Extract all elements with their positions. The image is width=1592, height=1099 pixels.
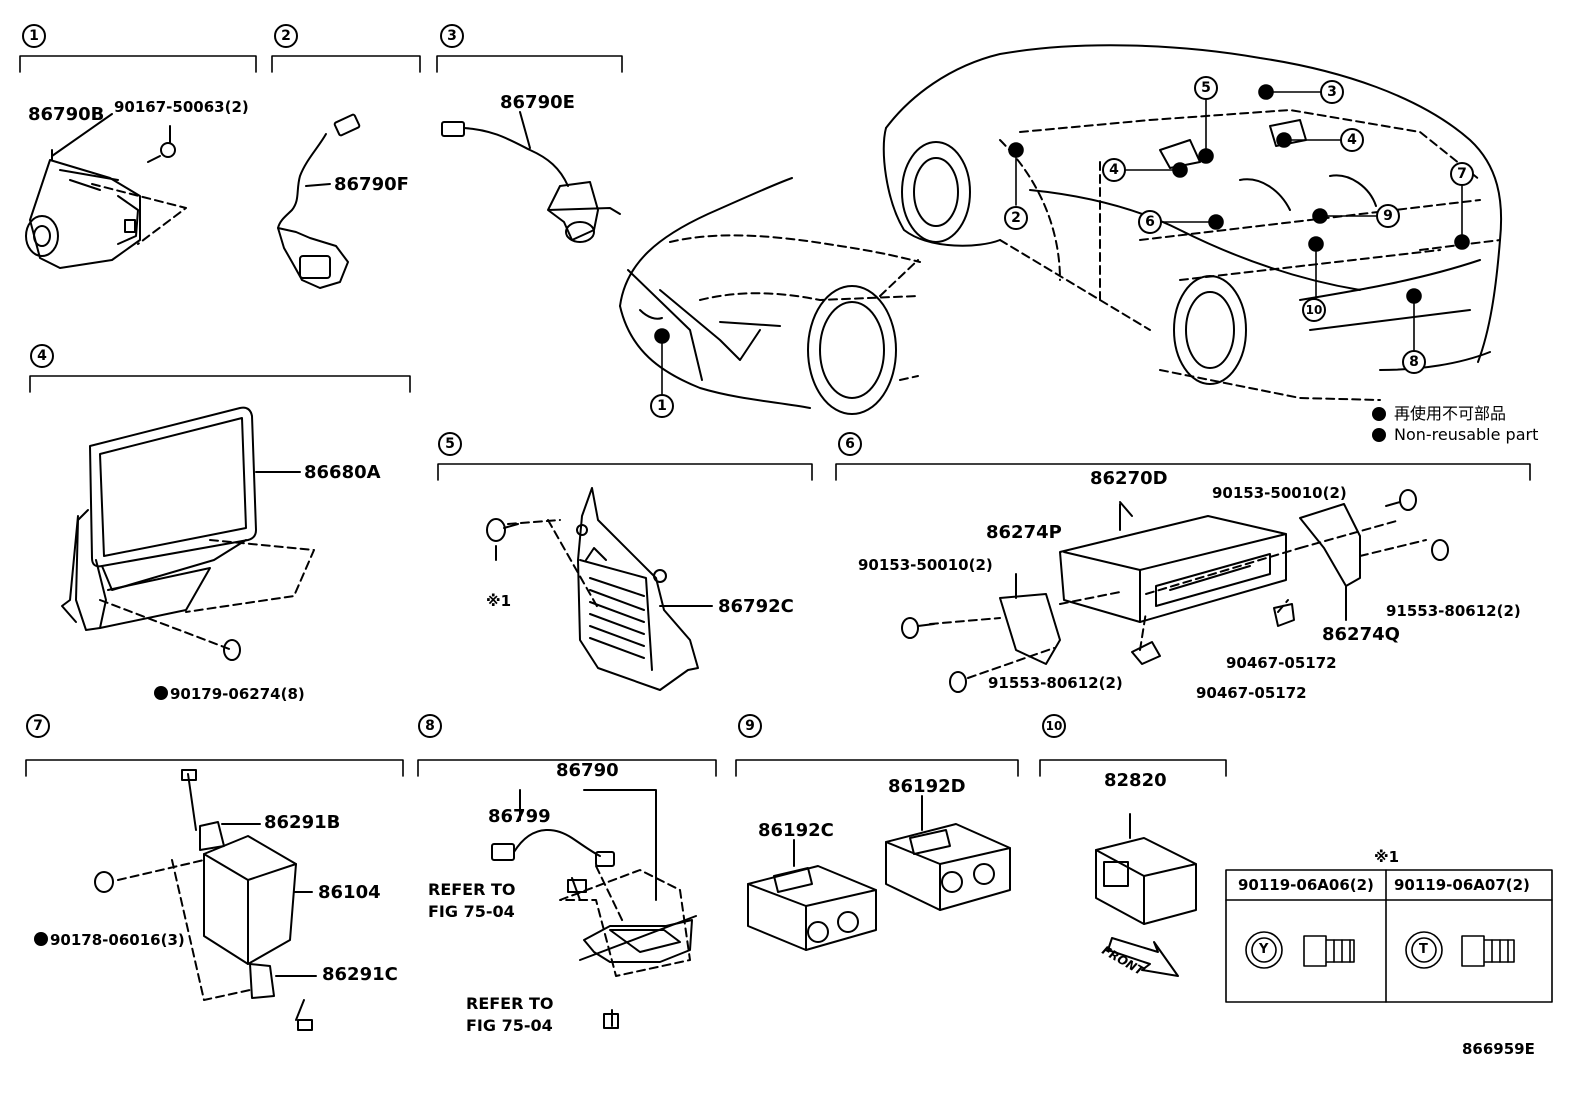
table-col-2: 90119-06A07(2) [1394, 876, 1530, 894]
label-90153-50010-b: 90153-50010(2) [858, 556, 993, 574]
legend-en: Non-reusable part [1372, 425, 1538, 444]
section-number-9: 9 [738, 714, 762, 738]
section-number-7: 7 [26, 714, 50, 738]
label-86680A: 86680A [304, 462, 381, 483]
label-86790: 86790 [556, 760, 619, 781]
monitor-86680A-drawing [61, 406, 315, 661]
label-86274Q: 86274Q [1322, 624, 1400, 645]
section-number-4: 4 [30, 344, 54, 368]
label-86270D: 86270D [1090, 468, 1168, 489]
section-number-10: 10 [1042, 714, 1066, 738]
label-90467-05172-b: 90467-05172 [1196, 684, 1307, 702]
bolt-mark-y: Y [1259, 942, 1269, 957]
table-col-1: 90119-06A06(2) [1238, 876, 1374, 894]
section-brackets [19, 55, 1531, 777]
label-86790B: 86790B [28, 104, 105, 125]
section-number-5: 5 [438, 432, 462, 456]
module-86104-drawing [94, 769, 317, 1031]
camera-86790E-drawing [441, 111, 621, 243]
section-number-1: 1 [22, 24, 46, 48]
non-reusable-dot-icon [154, 686, 168, 700]
rear-car-drawing [882, 44, 1503, 401]
label-86790F: 86790F [334, 174, 409, 195]
non-reusable-dot-icon [34, 932, 48, 946]
car-callout-7: 7 [1450, 162, 1474, 186]
table-title: ※1 [1374, 848, 1400, 866]
label-note1: ※1 [486, 592, 512, 610]
module-86792C-drawing [486, 487, 713, 691]
non-reusable-dot-icon [1372, 428, 1386, 442]
car-callout-5: 5 [1194, 76, 1218, 100]
note-table-box [1225, 869, 1553, 1003]
label-86291C: 86291C [322, 964, 398, 985]
car-callout-2: 2 [1004, 206, 1028, 230]
car-callout-1: 1 [650, 394, 674, 418]
label-86274P: 86274P [986, 522, 1062, 543]
car-callout-4b: 4 [1340, 128, 1364, 152]
switch-86192C-drawing [747, 839, 877, 951]
camera-86790-drawing [491, 789, 697, 1029]
camera-86790B-drawing [25, 113, 187, 269]
switch-86192D-drawing [885, 795, 1011, 911]
car-callout-10: 10 [1302, 298, 1326, 322]
car-callout-8: 8 [1402, 350, 1426, 374]
car-callout-3: 3 [1320, 80, 1344, 104]
label-91553-80612-b: 91553-80612(2) [988, 674, 1123, 692]
label-90179-06274: 90179-06274(8) [154, 686, 305, 702]
front-car-drawing [619, 177, 921, 415]
label-90467-05172-a: 90467-05172 [1226, 654, 1337, 672]
label-86799: 86799 [488, 806, 551, 827]
label-86291B: 86291B [264, 812, 341, 833]
section-number-6: 6 [838, 432, 862, 456]
legend-jp: 再使用不可部品 [1372, 400, 1506, 424]
label-refer-to-2: REFER TO [466, 994, 554, 1013]
camera-86790F-drawing [277, 113, 361, 289]
car-callout-4a: 4 [1102, 158, 1126, 182]
non-reusable-dot-icon [1372, 407, 1386, 421]
label-86790E: 86790E [500, 92, 575, 113]
figure-id: 866959E [1462, 1040, 1535, 1058]
section-number-8: 8 [418, 714, 442, 738]
label-86192C: 86192C [758, 820, 834, 841]
label-91553-80612-a: 91553-80612(2) [1386, 602, 1521, 620]
label-fig-75-04-2: FIG 75-04 [466, 1016, 553, 1035]
bolt-mark-t: T [1419, 942, 1428, 957]
label-82820: 82820 [1104, 770, 1167, 791]
label-86104: 86104 [318, 882, 381, 903]
label-90178-06016: 90178-06016(3) [34, 932, 185, 948]
label-86792C: 86792C [718, 596, 794, 617]
car-callout-9: 9 [1376, 204, 1400, 228]
label-86192D: 86192D [888, 776, 966, 797]
label-refer-to-1: REFER TO [428, 880, 516, 899]
car-callout-6: 6 [1138, 210, 1162, 234]
label-90153-50010-a: 90153-50010(2) [1212, 484, 1347, 502]
callout-leaders [654, 84, 1470, 395]
section-number-3: 3 [440, 24, 464, 48]
unit-86270D-drawing [901, 489, 1449, 693]
port-82820-drawing [1095, 813, 1197, 977]
label-90167-50063: 90167-50063(2) [114, 98, 249, 116]
section-number-2: 2 [274, 24, 298, 48]
label-fig-75-04-1: FIG 75-04 [428, 902, 515, 921]
